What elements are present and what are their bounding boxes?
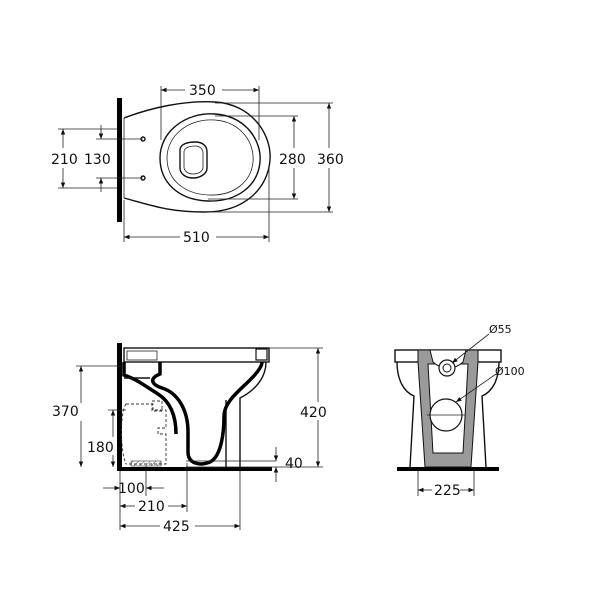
dim-40: 40 bbox=[285, 456, 303, 472]
side-view-hidden-outlet bbox=[121, 403, 167, 465]
dim-180: 180 bbox=[87, 440, 114, 456]
dim-360: 360 bbox=[317, 152, 344, 168]
dim-370: 370 bbox=[52, 404, 79, 420]
side-view-rim bbox=[123, 347, 270, 363]
dim-510: 510 bbox=[183, 230, 210, 246]
front-view-floor bbox=[397, 467, 499, 471]
front-view-inlet-55 bbox=[438, 359, 456, 377]
dim-420: 420 bbox=[300, 405, 327, 421]
dim-210: 210 bbox=[51, 152, 78, 168]
side-view: 370 180 420 40 100 210 425 bbox=[52, 343, 327, 535]
dim-210-side: 210 bbox=[138, 499, 165, 515]
side-view-floor bbox=[117, 467, 272, 471]
side-view-wall bbox=[117, 343, 122, 470]
top-view: 350 510 210 130 280 360 bbox=[51, 83, 344, 246]
dim-280: 280 bbox=[279, 152, 306, 168]
dim-350: 350 bbox=[189, 83, 216, 99]
dim-diam-55: Ø55 bbox=[489, 323, 512, 336]
dim-425: 425 bbox=[163, 519, 190, 535]
side-view-bowl-body bbox=[239, 361, 267, 467]
front-view: Ø55 Ø100 225 bbox=[394, 323, 525, 499]
front-view-bowl bbox=[396, 361, 500, 468]
top-view-bowl-outline bbox=[123, 100, 271, 213]
top-view-wall bbox=[117, 98, 122, 222]
top-view-seat-rim bbox=[159, 113, 261, 202]
top-view-bowl-opening bbox=[179, 141, 208, 179]
dim-130: 130 bbox=[84, 152, 111, 168]
side-view-trap bbox=[151, 361, 264, 466]
dim-diam-100: Ø100 bbox=[495, 365, 525, 378]
dim-100: 100 bbox=[118, 481, 145, 497]
dim-225: 225 bbox=[434, 483, 461, 499]
